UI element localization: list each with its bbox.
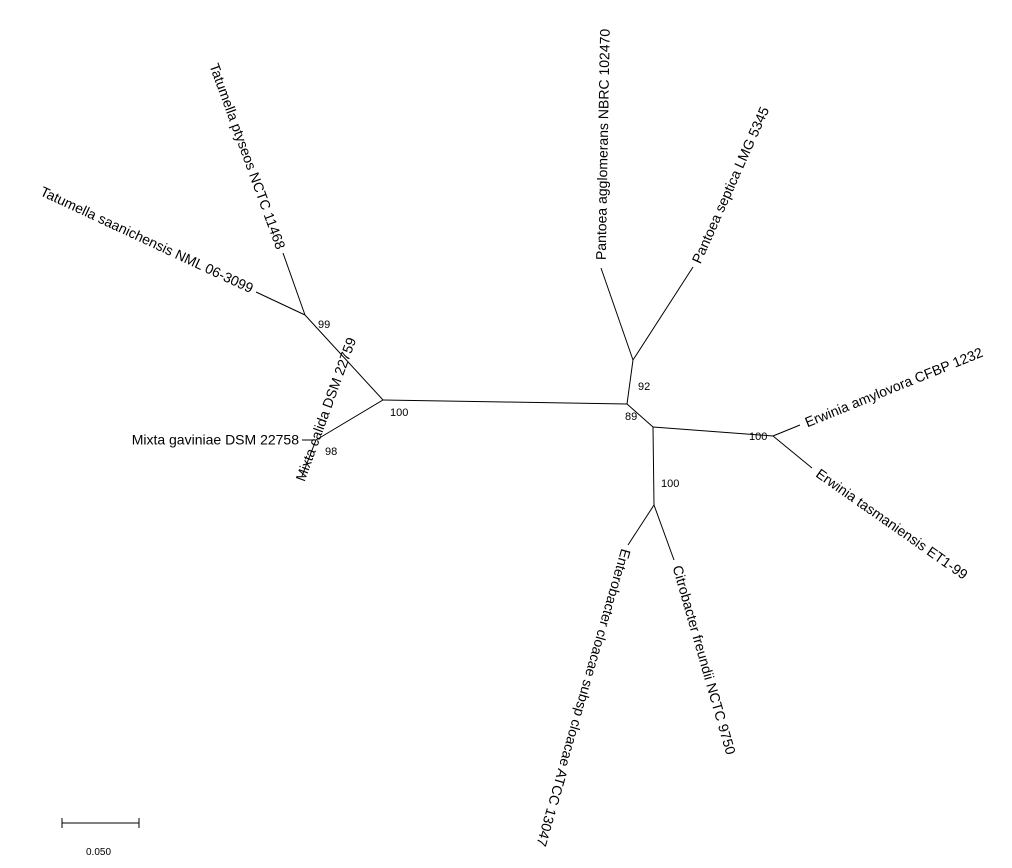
taxon-enterobacter-cloacae: Enterobacter cloacae subsp cloacae ATCC … <box>533 547 634 848</box>
branch-citrobacter-freundii <box>653 504 675 561</box>
branch-tatumella-saanichensis <box>255 291 306 316</box>
scale-bar: 0.050 <box>61 818 140 858</box>
branch-to-mixta-node <box>315 399 384 441</box>
scale-bar-label: 0.050 <box>86 847 111 858</box>
taxon-mixta-calida: Mixta calida DSM 22759 <box>292 335 359 483</box>
branch-to-right-node <box>626 403 654 428</box>
taxon-erwinia-tasmaniensis: Erwinia tasmaniensis ET1-99 <box>813 465 971 582</box>
branch-to-pantoea-node <box>626 359 634 405</box>
taxon-pantoea-agglomerans: Pantoea agglomerans NBRC 102470 <box>593 29 613 261</box>
branch-erwinia-tasmaniensis <box>772 435 813 469</box>
taxon-citrobacter-freundii: Citrobacter freundii NCTC 9750 <box>670 563 739 756</box>
bootstrap-erwinia-node: 100 <box>749 431 767 443</box>
branch-central-left <box>382 399 506 403</box>
bootstrap-mixta-node: 98 <box>325 446 337 458</box>
branch-to-tatumella-node <box>304 314 384 401</box>
branch-pantoea-agglomerans <box>600 267 634 361</box>
bootstrap-pantoea-node: 92 <box>638 381 650 393</box>
bootstrap-left-center-node: 100 <box>390 407 408 419</box>
branch-central-right <box>504 401 628 405</box>
branch-erwinia-amylovora <box>772 424 801 437</box>
bootstrap-tatumella-node: 99 <box>318 319 330 331</box>
taxon-labels: Tatumella ptyseos NCTC 11468 Tatumella s… <box>38 29 985 849</box>
branch-enterobacter-cloacae <box>627 504 655 546</box>
taxon-mixta-gaviniae: Mixta gaviniae DSM 22758 <box>132 432 300 448</box>
branch-tatumella-ptyseos <box>282 252 306 316</box>
taxon-tatumella-saanichensis: Tatumella saanichensis NML 06-3099 <box>38 183 256 296</box>
bootstrap-right-center-node: 89 <box>625 411 637 423</box>
branch-pantoea-septica <box>632 266 694 361</box>
taxon-tatumella-ptyseos: Tatumella ptyseos NCTC 11468 <box>206 61 288 251</box>
bootstrap-enterobacter-citrobacter-node: 100 <box>661 478 679 490</box>
branch-to-erwinia-node <box>652 426 774 437</box>
taxon-pantoea-septica: Pantoea septica LMG 5345 <box>689 104 773 266</box>
taxon-erwinia-amylovora: Erwinia amylovora CFBP 1232 <box>803 344 986 430</box>
bootstrap-values: 99 100 98 92 89 100 100 <box>318 319 767 490</box>
tree-branches <box>255 252 813 561</box>
branch-to-enterobacter-node <box>652 426 655 506</box>
branch-mixta-calida <box>301 439 317 477</box>
